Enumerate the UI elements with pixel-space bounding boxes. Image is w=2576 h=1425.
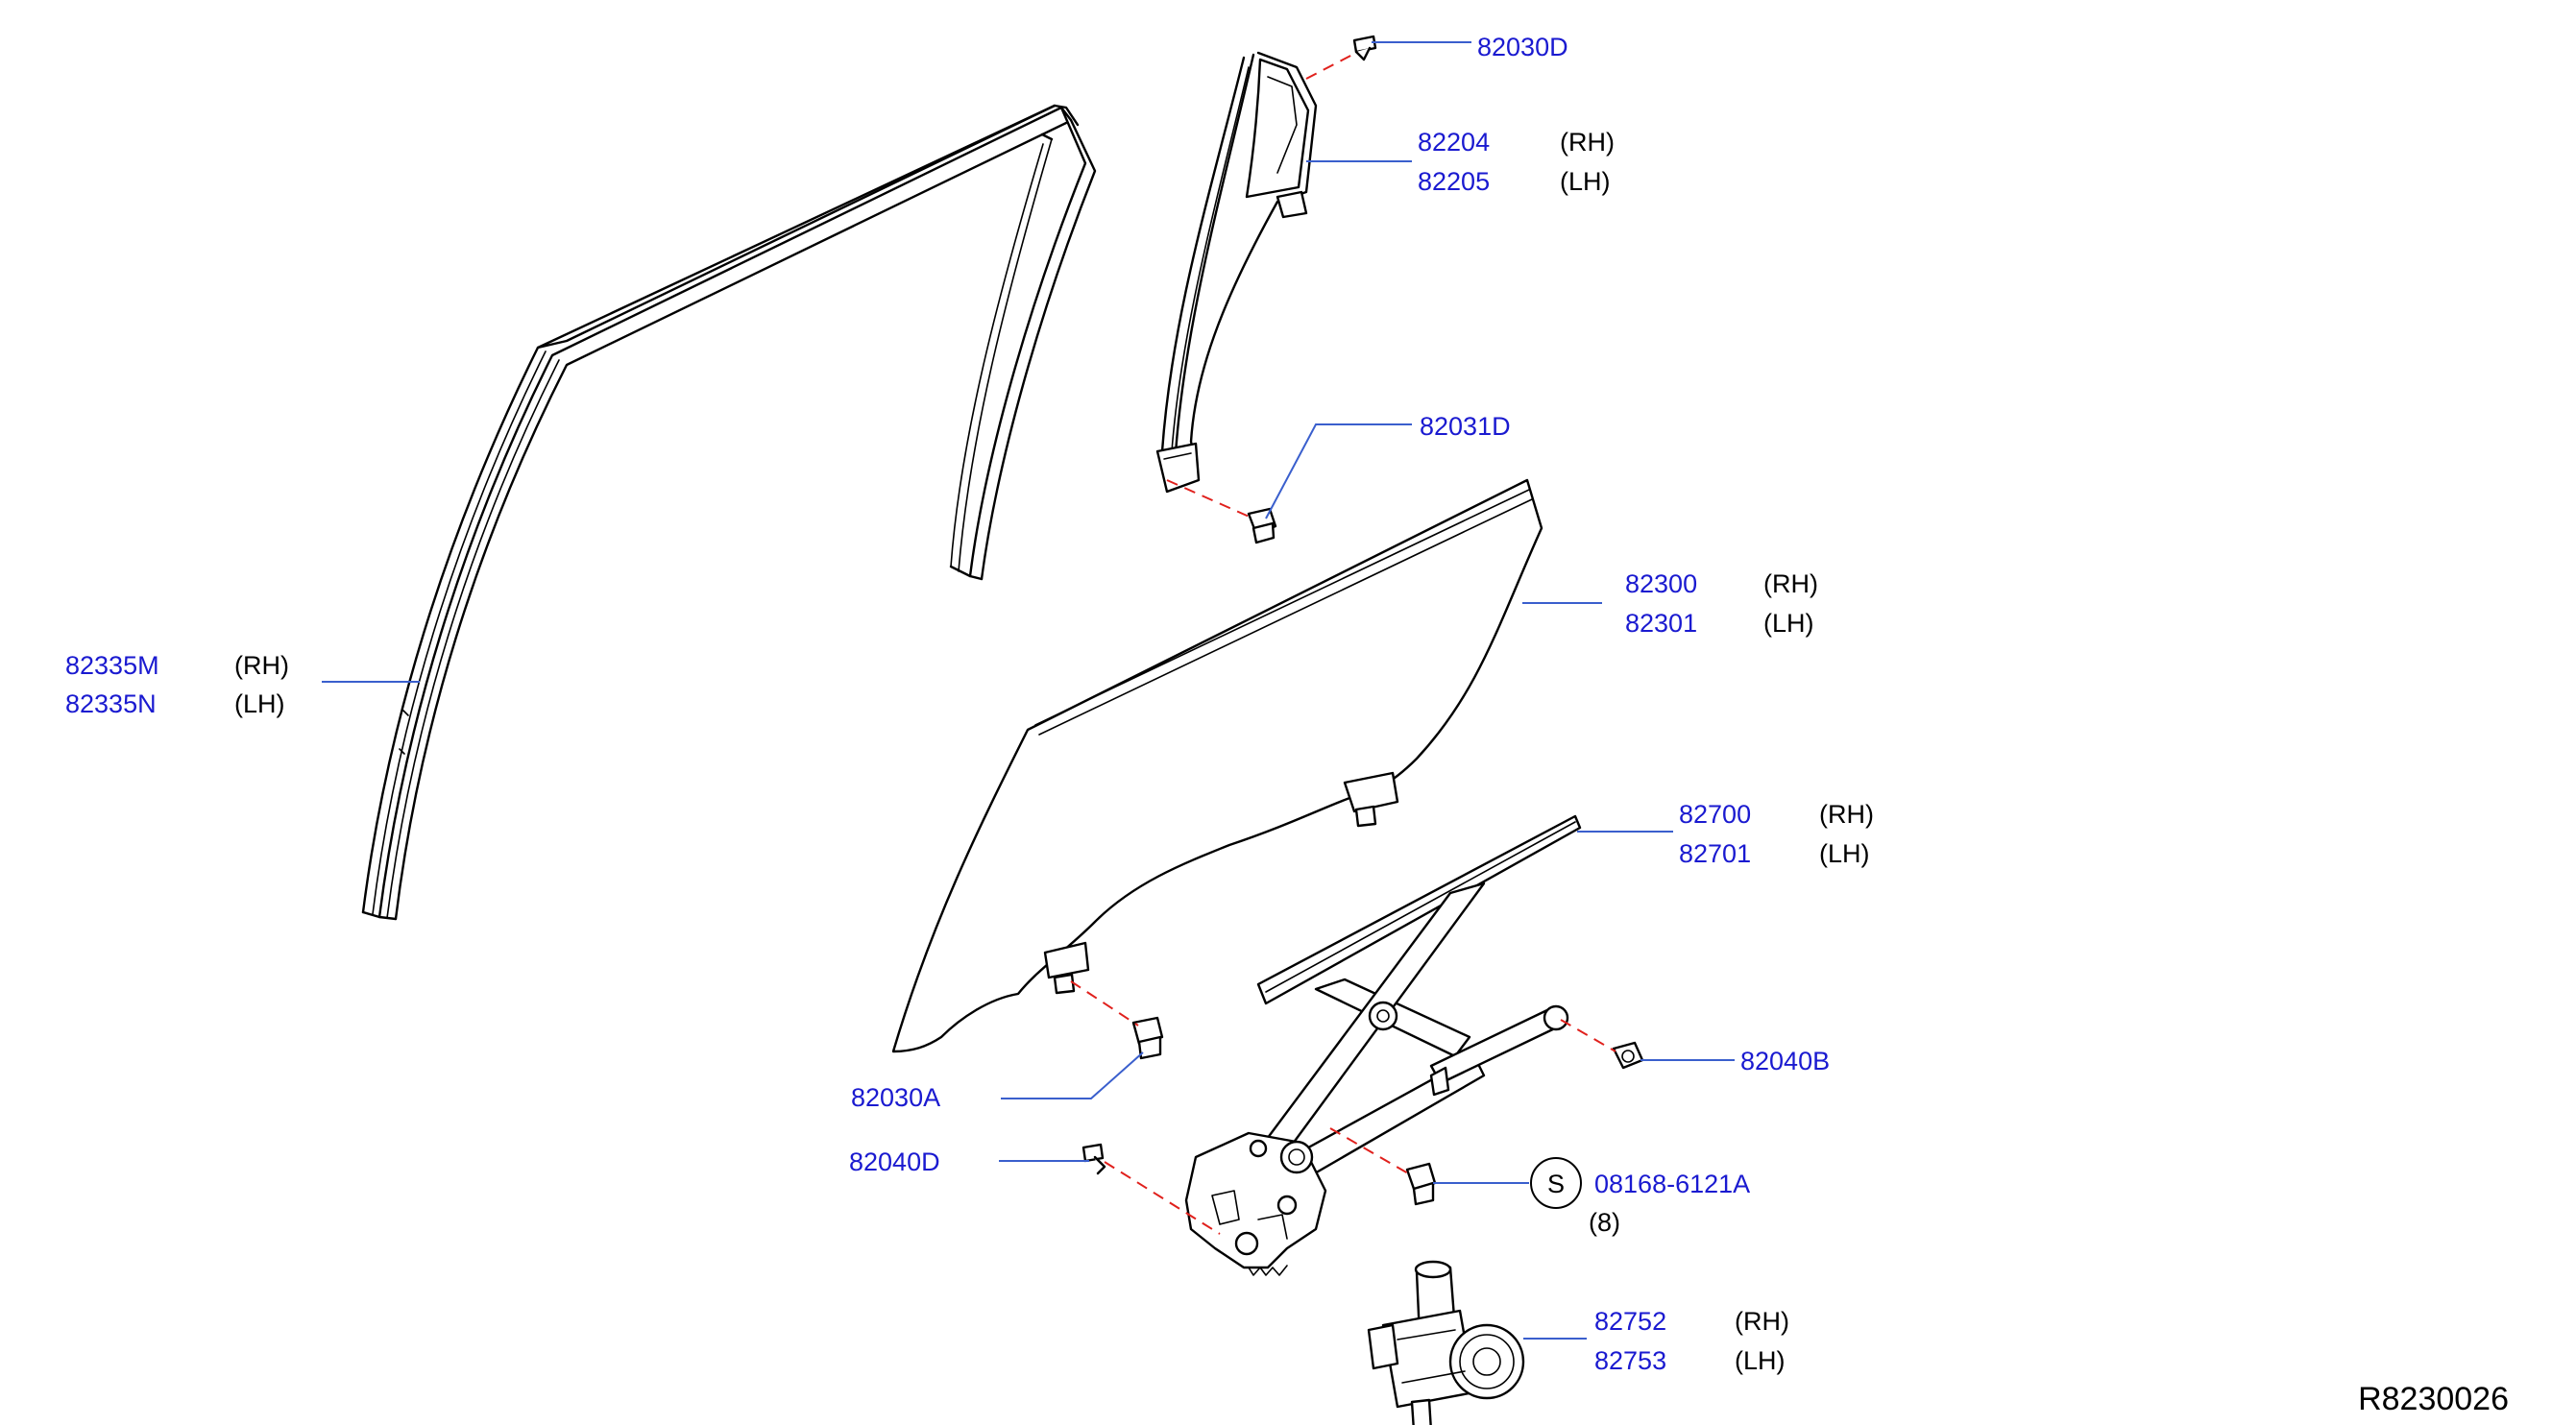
diagram-reference-id: R8230026 [2358,1381,2509,1417]
window-regulator[interactable] [1184,814,1582,1276]
callout-82205[interactable]: 82205 (LH) [1418,167,1611,196]
part-number-82752: 82752 [1594,1307,1666,1336]
fastener-82040D-bolt[interactable] [1081,1143,1106,1175]
side-82753: (LH) [1735,1346,1786,1375]
side-82335N: (LH) [234,689,285,718]
side-82752: (RH) [1735,1307,1789,1336]
part-number-82335M: 82335M [65,651,159,680]
side-82204: (RH) [1560,128,1615,157]
partition-sash[interactable] [1155,51,1318,494]
part-number-82700: 82700 [1679,800,1751,829]
callout-82300[interactable]: 82300 (RH) [1625,569,1818,598]
side-82700: (RH) [1819,800,1874,829]
callout-08168-6121A[interactable]: S 08168-6121A (8) [1530,1157,1750,1237]
fastener-82040B-nut[interactable] [1612,1041,1644,1070]
part-number-82204: 82204 [1418,128,1490,157]
fastener-82030D-clip[interactable] [1352,35,1377,61]
callout-82700[interactable]: 82700 (RH) [1679,800,1874,829]
callout-82335M[interactable]: 82335M (RH) [65,651,289,680]
callout-82701[interactable]: 82701 (LH) [1679,839,1870,868]
callout-82040D[interactable]: 82040D [849,1147,940,1176]
callout-82301[interactable]: 82301 (LH) [1625,609,1814,638]
standard-part-symbol: S [1547,1170,1565,1198]
side-82701: (LH) [1819,839,1870,868]
assembly-lines [1070,52,1616,1235]
callout-82753[interactable]: 82753 (LH) [1594,1346,1786,1375]
callout-82752[interactable]: 82752 (RH) [1594,1307,1789,1336]
part-number-82205: 82205 [1418,167,1490,196]
callout-82204[interactable]: 82204 (RH) [1418,128,1615,157]
fastener-82030A-bolt[interactable] [1131,1016,1164,1060]
part-number-82031D: 82031D [1420,412,1511,441]
side-82300: (RH) [1763,569,1818,598]
regulator-motor[interactable] [1367,1260,1525,1425]
glass-run-channel[interactable] [361,104,1097,921]
door-glass[interactable] [891,478,1543,1053]
standard-part-symbol-circle [1530,1157,1582,1209]
side-82205: (LH) [1560,167,1611,196]
part-number-82040B: 82040B [1740,1047,1830,1075]
side-82335M: (RH) [234,651,289,680]
part-number-82701: 82701 [1679,839,1751,868]
fastener-08168-bolt[interactable] [1405,1162,1437,1206]
part-number-82301: 82301 [1625,609,1697,638]
callout-82031D[interactable]: 82031D [1420,412,1511,441]
side-82301: (LH) [1763,609,1814,638]
part-number-82040D: 82040D [849,1147,940,1176]
part-number-82753: 82753 [1594,1346,1666,1375]
callout-82335N[interactable]: 82335N (LH) [65,689,285,718]
part-number-08168-6121A: 08168-6121A [1594,1170,1750,1198]
leader-lines [322,41,1735,1340]
part-number-82300: 82300 [1625,569,1697,598]
part-number-82030A: 82030A [851,1083,940,1112]
fastener-82031D-bolt[interactable] [1247,507,1277,544]
callout-82030A[interactable]: 82030A [851,1083,940,1112]
part-number-82030D: 82030D [1477,33,1568,61]
quantity-08168-6121A: (8) [1589,1208,1620,1237]
callout-82030D[interactable]: 82030D [1477,33,1568,61]
part-number-82335N: 82335N [65,689,157,718]
callout-82040B[interactable]: 82040B [1740,1047,1830,1075]
